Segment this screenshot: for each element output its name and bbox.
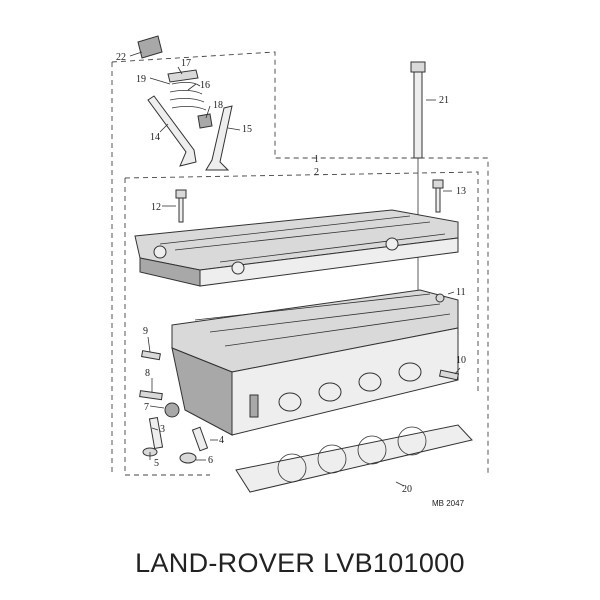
callout-15: 15 (242, 124, 252, 135)
valve-guide-3 (148, 416, 164, 450)
callout-labels: 22 17 19 16 18 14 15 21 1 2 12 13 11 9 1… (116, 52, 466, 508)
valve-seat-6 (179, 452, 197, 464)
plug-7 (164, 402, 180, 418)
callout-4: 4 (219, 435, 224, 446)
valve-guide-4 (191, 426, 209, 452)
head-bolt-21 (410, 61, 426, 295)
callout-6: 6 (208, 455, 213, 466)
exploded-parts-diagram: 22 17 19 16 18 14 15 21 1 2 12 13 11 9 1… (111, 35, 489, 508)
diagram-reference: MB 2047 (432, 499, 465, 508)
callout-10: 10 (456, 355, 466, 366)
callout-20: 20 (402, 484, 412, 495)
callout-9: 9 (143, 326, 148, 337)
cylinder-head (171, 289, 459, 436)
dowel-11 (435, 293, 445, 303)
assembly-boundary-2 (124, 171, 479, 476)
valve-cotter-22 (137, 35, 163, 59)
callout-16: 16 (200, 80, 210, 91)
valve-stem-seal-18 (197, 113, 213, 129)
callout-17: 17 (181, 58, 191, 69)
bolt-13 (432, 179, 444, 213)
callout-11: 11 (456, 287, 466, 298)
callout-2: 2 (314, 167, 319, 178)
valve-15 (205, 105, 233, 171)
assembly-boundary-1 (111, 51, 489, 476)
callout-8: 8 (145, 368, 150, 379)
callout-19: 19 (136, 74, 146, 85)
callout-1: 1 (314, 154, 319, 165)
valve-14 (147, 95, 197, 167)
callout-18: 18 (213, 100, 223, 111)
part-number-caption: LAND-ROVER LVB101000 (135, 548, 465, 578)
bolt-12 (175, 189, 187, 223)
valve-spring-16 (167, 69, 207, 111)
stud-8 (139, 390, 163, 401)
callout-3: 3 (160, 424, 165, 435)
callout-7: 7 (144, 402, 149, 413)
callout-12: 12 (151, 202, 161, 213)
callout-13: 13 (456, 186, 466, 197)
callout-22: 22 (116, 52, 126, 63)
camshaft-carrier (134, 209, 459, 287)
dowel-10 (438, 369, 460, 381)
leader-lines (129, 51, 461, 487)
dowel-9 (141, 350, 161, 361)
callout-5: 5 (154, 458, 159, 469)
callout-14: 14 (150, 132, 160, 143)
head-gasket-20 (235, 424, 473, 493)
callout-21: 21 (439, 95, 449, 106)
